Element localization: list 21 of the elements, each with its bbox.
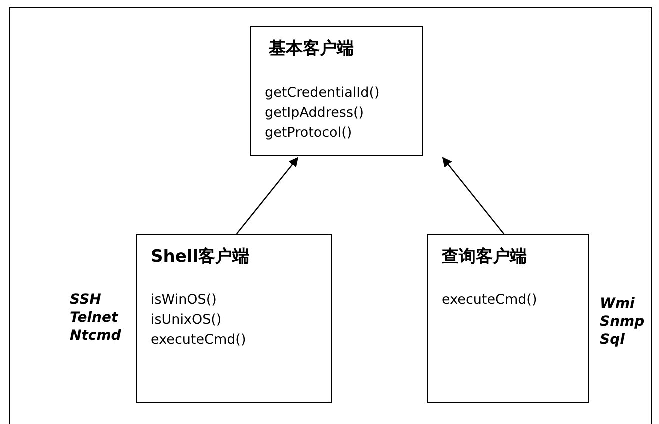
method-name: getIpAddress() [265, 105, 364, 121]
method-name: isUnixOS() [151, 312, 222, 328]
method-name: executeCmd() [442, 292, 538, 308]
class-title: 基本客户端 [269, 38, 354, 60]
method-name: executeCmd() [151, 332, 246, 348]
class-box [427, 234, 589, 403]
protocol-label: Snmp [600, 314, 645, 330]
class-title: Shell客户端 [151, 246, 250, 268]
protocol-label: Sql [600, 332, 625, 348]
class-title: 查询客户端 [442, 246, 527, 268]
protocol-label: Ntcmd [70, 328, 122, 344]
class-box [250, 26, 423, 156]
method-name: getProtocol() [265, 125, 352, 141]
arrow [442, 157, 504, 234]
protocol-label: Telnet [70, 310, 118, 326]
method-name: isWinOS() [151, 292, 217, 308]
protocol-label: SSH [70, 292, 102, 308]
method-name: getCredentialId() [265, 85, 380, 101]
protocol-label: Wmi [600, 296, 635, 312]
arrow [236, 157, 299, 234]
class-box [136, 234, 332, 403]
